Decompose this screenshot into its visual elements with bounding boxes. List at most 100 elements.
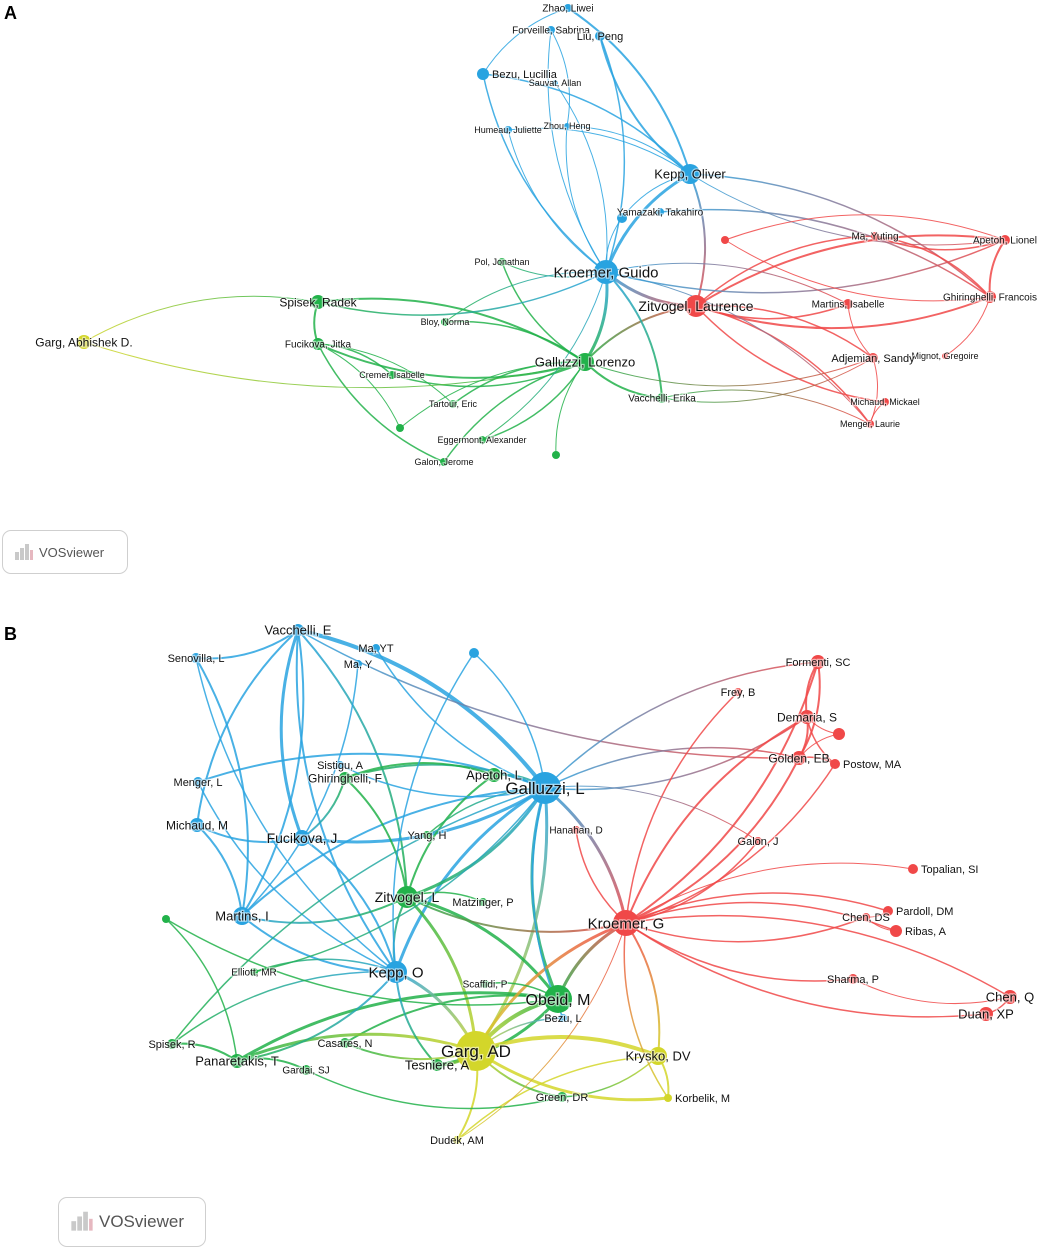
label-bezu: Bezu, Lucillia bbox=[492, 69, 558, 81]
node-golden[interactable] bbox=[792, 751, 806, 765]
edge-elliott-kepp bbox=[253, 958, 397, 973]
node-topalian[interactable] bbox=[908, 864, 918, 874]
node-dudek[interactable] bbox=[453, 1136, 461, 1144]
node-kepp[interactable] bbox=[385, 961, 407, 983]
node-hanahan[interactable] bbox=[572, 826, 580, 834]
edge-postow-kroemer bbox=[625, 763, 836, 924]
node-tesniere[interactable] bbox=[431, 1059, 443, 1071]
node-ghiringhelli[interactable] bbox=[339, 772, 351, 784]
node-spisek[interactable] bbox=[311, 295, 325, 309]
node-postow[interactable] bbox=[830, 759, 840, 769]
edge-kroemer-ribas bbox=[625, 901, 897, 932]
node-galon[interactable] bbox=[754, 837, 762, 845]
node-martins[interactable] bbox=[233, 907, 251, 925]
node-duan[interactable] bbox=[979, 1007, 993, 1021]
node-ma[interactable] bbox=[871, 232, 879, 240]
panel-b-label: B bbox=[4, 624, 17, 644]
node-cremer[interactable] bbox=[388, 371, 396, 379]
node-menger[interactable] bbox=[866, 420, 874, 428]
node-eggermont[interactable] bbox=[478, 436, 486, 444]
vosviewer-logo-text: VOSviewer bbox=[39, 544, 105, 560]
node-garg[interactable] bbox=[456, 1031, 496, 1071]
node-vacchelli[interactable] bbox=[292, 624, 304, 636]
node-yang[interactable] bbox=[423, 831, 431, 839]
node-spisek[interactable] bbox=[167, 1039, 177, 1049]
node-michaud[interactable] bbox=[190, 818, 204, 832]
node-bezu[interactable] bbox=[559, 1014, 567, 1022]
label-chen_ds: Chen, DS bbox=[842, 912, 890, 924]
node-liu[interactable] bbox=[595, 31, 605, 41]
node-fucikova[interactable] bbox=[312, 338, 324, 350]
node-kroemer[interactable] bbox=[613, 910, 639, 936]
node-sauvat[interactable] bbox=[552, 80, 558, 86]
node-galon[interactable] bbox=[440, 458, 448, 466]
node-_a3[interactable] bbox=[552, 451, 560, 459]
node-chen_ds[interactable] bbox=[862, 913, 870, 921]
edge-kroemer-golden bbox=[625, 757, 800, 924]
node-_a2[interactable] bbox=[721, 236, 729, 244]
node-chen_q[interactable] bbox=[1003, 990, 1017, 1004]
node-obeid[interactable] bbox=[544, 985, 572, 1013]
node-ma_y[interactable] bbox=[354, 660, 362, 668]
node-kroemer[interactable] bbox=[594, 260, 618, 284]
node-scaffidi[interactable] bbox=[481, 980, 489, 988]
node-elliott[interactable] bbox=[250, 968, 258, 976]
edge-galon-galluzzi bbox=[443, 361, 586, 463]
node-senovilla[interactable] bbox=[191, 653, 201, 663]
node-michaud[interactable] bbox=[881, 398, 889, 406]
node-ribas[interactable] bbox=[890, 925, 902, 937]
node-humeau[interactable] bbox=[504, 126, 512, 134]
node-apetoh[interactable] bbox=[1000, 235, 1010, 245]
node-matzinger[interactable] bbox=[479, 898, 487, 906]
node-krysko[interactable] bbox=[649, 1047, 667, 1065]
node-bezu[interactable] bbox=[477, 68, 489, 80]
node-tartour[interactable] bbox=[449, 400, 457, 408]
node-fucikova[interactable] bbox=[294, 830, 310, 846]
node-zhou[interactable] bbox=[564, 123, 570, 129]
node-sistigu[interactable] bbox=[336, 761, 344, 769]
vosviewer-icon bbox=[69, 1207, 95, 1238]
node-galluzzi[interactable] bbox=[529, 772, 561, 804]
node-martins[interactable] bbox=[843, 299, 853, 309]
node-demaria[interactable] bbox=[800, 710, 814, 724]
node-pol[interactable] bbox=[498, 258, 506, 266]
edge-zhao-bezu bbox=[482, 7, 569, 75]
node-yamazaki[interactable] bbox=[656, 208, 664, 216]
node-menger[interactable] bbox=[193, 777, 203, 787]
edge-zitvogel-ghiringhelli bbox=[344, 777, 408, 898]
node-zhao[interactable] bbox=[564, 4, 572, 12]
edge-galluzzi-formenti bbox=[544, 661, 819, 789]
node-bloy[interactable] bbox=[441, 318, 449, 326]
node-gardai[interactable] bbox=[301, 1065, 311, 1075]
node-panaretakis[interactable] bbox=[230, 1054, 244, 1068]
node-garg[interactable] bbox=[77, 335, 91, 349]
node-mignot[interactable] bbox=[942, 353, 948, 359]
edge-tesniere-kepp bbox=[395, 971, 438, 1066]
node-zitvogel[interactable] bbox=[685, 295, 707, 317]
node-ma_yt[interactable] bbox=[372, 644, 380, 652]
node-_b1[interactable] bbox=[469, 648, 479, 658]
node-frey[interactable] bbox=[734, 688, 742, 696]
node-_a4[interactable] bbox=[396, 424, 404, 432]
edge-galluzzi-zitvogel bbox=[405, 786, 547, 899]
node-galluzzi[interactable] bbox=[576, 353, 594, 371]
node-kepp[interactable] bbox=[680, 164, 700, 184]
node-vacchelli[interactable] bbox=[657, 393, 667, 403]
node-forveille[interactable] bbox=[547, 26, 555, 34]
node-korbelik[interactable] bbox=[664, 1094, 672, 1102]
node-green_dr[interactable] bbox=[557, 1092, 567, 1102]
node-ghiringhelli[interactable] bbox=[984, 291, 996, 303]
node-pardoll[interactable] bbox=[883, 906, 893, 916]
node-sharma[interactable] bbox=[848, 974, 858, 984]
node-zitvogel[interactable] bbox=[396, 886, 418, 908]
node-casares[interactable] bbox=[340, 1038, 350, 1048]
edge-garg-korbelik bbox=[474, 1049, 670, 1102]
label-yamazaki: Yamazaki, Takahiro bbox=[617, 208, 704, 219]
node-_b3[interactable] bbox=[833, 728, 845, 740]
node-adjemian[interactable] bbox=[868, 353, 878, 363]
node-_b2[interactable] bbox=[162, 915, 170, 923]
label-postow: Postow, MA bbox=[843, 759, 902, 771]
node-_a1[interactable] bbox=[617, 213, 627, 223]
node-formenti[interactable] bbox=[811, 655, 825, 669]
node-apetoh[interactable] bbox=[487, 768, 501, 782]
